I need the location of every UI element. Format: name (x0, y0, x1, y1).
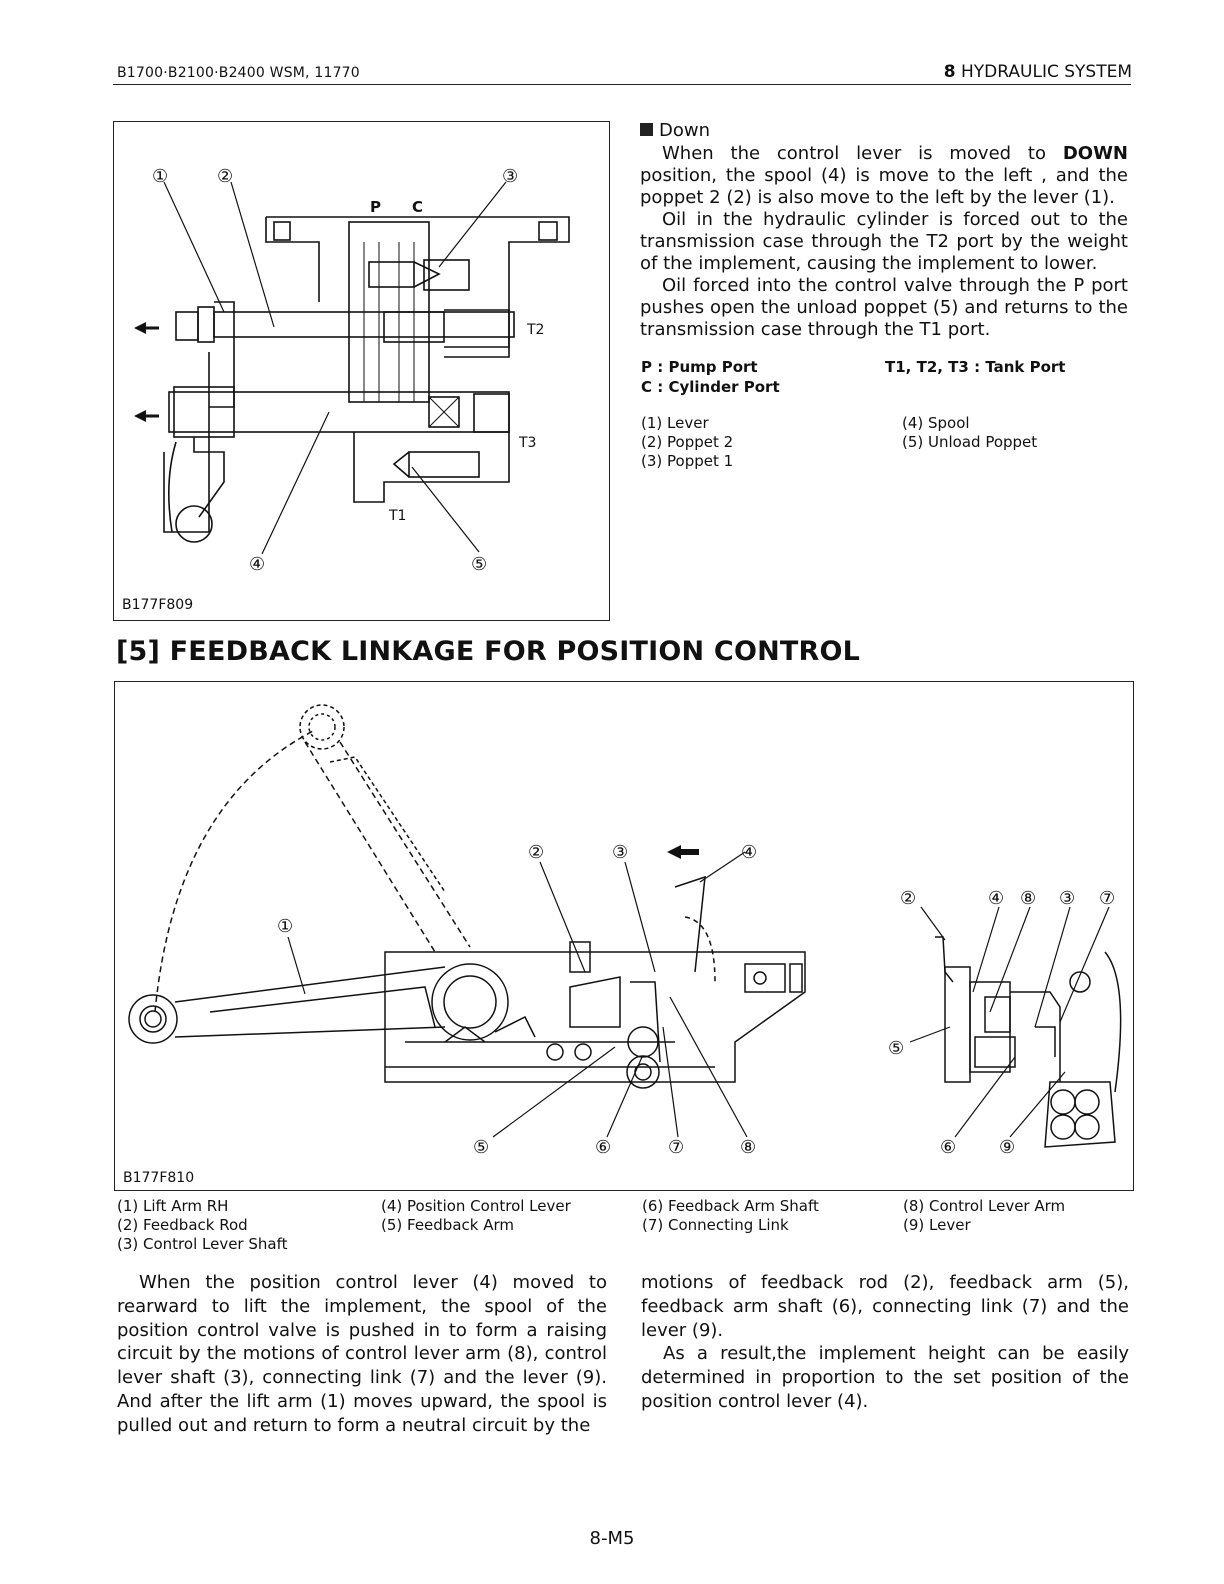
detail-callout-3: ③ (1059, 888, 1075, 909)
port-t: T1, T2, T3 : Tank Port (885, 358, 1066, 376)
legend-item: (9) Lever (903, 1216, 971, 1234)
chapter-title: HYDRAULIC SYSTEM (961, 62, 1132, 82)
valve-diagram-figure: ① ② ③ ④ ⑤ P C T2 T3 T1 B177F809 (113, 121, 610, 621)
port-label-p: P (370, 198, 381, 216)
callout-4: ④ (741, 842, 757, 863)
callout-3: ③ (502, 166, 518, 187)
section-title: [5] FEEDBACK LINKAGE FOR POSITION CONTRO… (116, 636, 861, 667)
valve-diagram-drawing: ① ② ③ ④ ⑤ P C T2 T3 T1 (134, 166, 570, 575)
legend-item: (4) Spool (902, 414, 970, 432)
body-left-paragraph: When the position control lever (4) move… (117, 1272, 607, 1436)
callout-6: ⑥ (595, 1137, 611, 1158)
down-paragraph-2: Oil in the hydraulic cylinder is forced … (640, 209, 1128, 274)
port-label-c: C (412, 198, 423, 216)
callout-4: ④ (249, 554, 265, 575)
callout-7: ⑦ (668, 1137, 684, 1158)
legend-item: (3) Poppet 1 (641, 452, 734, 470)
header-rule (113, 84, 1131, 85)
detail-callout-2: ② (900, 888, 916, 909)
body-right-column: motions of feedback rod (2), feedback ar… (641, 1271, 1129, 1414)
detail-callout-6: ⑥ (940, 1137, 956, 1158)
legend-item: (4) Position Control Lever (381, 1197, 571, 1215)
down-paragraph-1: When the control lever is moved to DOWN … (640, 143, 1128, 208)
detail-callout-7: ⑦ (1099, 888, 1115, 909)
port-label-t2: T2 (526, 322, 544, 338)
callout-3: ③ (612, 842, 628, 863)
legend-col-1: (1) Lift Arm RH (2) Feedback Rod (3) Con… (117, 1197, 288, 1254)
legend-right: (4) Spool (5) Unload Poppet (902, 414, 1037, 452)
feedback-linkage-drawing: ① ② ③ ④ ⑤ ⑥ ⑦ ⑧ ② ④ ⑧ ③ ⑦ ⑤ ⑥ ⑨ (128, 704, 1122, 1158)
legend-col-3: (6) Feedback Arm Shaft (7) Connecting Li… (642, 1197, 819, 1235)
port-label-t3: T3 (518, 435, 536, 451)
legend-item: (6) Feedback Arm Shaft (642, 1197, 819, 1215)
port-p: P : Pump Port (641, 358, 758, 376)
legend-item: (1) Lever (641, 414, 709, 432)
figure-code: B177F809 (122, 597, 194, 613)
legend-item: (5) Feedback Arm (381, 1216, 514, 1234)
port-label-t1: T1 (388, 508, 406, 524)
detail-callout-9: ⑨ (999, 1137, 1015, 1158)
detail-callout-4: ④ (988, 888, 1004, 909)
callout-2: ② (528, 842, 544, 863)
header-manual-id: B1700·B2100·B2400 WSM, 11770 (117, 65, 360, 81)
legend-col-4: (8) Control Lever Arm (9) Lever (903, 1197, 1065, 1235)
legend-item: (8) Control Lever Arm (903, 1197, 1066, 1215)
page-number: 8-M5 (589, 1528, 635, 1549)
legend-item: (2) Poppet 2 (641, 433, 734, 451)
detail-callout-8: ⑧ (1020, 888, 1036, 909)
callout-5: ⑤ (473, 1137, 489, 1158)
figure-code: B177F810 (123, 1170, 195, 1186)
body-right-paragraph-1: motions of feedback rod (2), feedback ar… (641, 1272, 1129, 1341)
square-bullet-icon (640, 123, 653, 136)
feedback-linkage-figure: ① ② ③ ④ ⑤ ⑥ ⑦ ⑧ ② ④ ⑧ ③ ⑦ ⑤ ⑥ ⑨ B177F810 (114, 681, 1134, 1191)
legend-item: (7) Connecting Link (642, 1216, 789, 1234)
legend-item: (2) Feedback Rod (117, 1216, 248, 1234)
down-paragraph-3: Oil forced into the control valve throug… (640, 275, 1128, 340)
chapter-number: 8 (943, 62, 956, 82)
body-left-column: When the position control lever (4) move… (117, 1271, 607, 1438)
down-body: When the control lever is moved to DOWN … (640, 143, 1128, 341)
port-c: C : Cylinder Port (641, 378, 780, 396)
body-right-paragraph-2: As a result,the implement height can be … (641, 1343, 1129, 1412)
legend-item: (1) Lift Arm RH (117, 1197, 229, 1215)
down-section: Down When the control lever is moved to … (640, 120, 1128, 341)
down-heading: Down (640, 120, 1128, 142)
callout-2: ② (217, 166, 233, 187)
legend-left: (1) Lever (2) Poppet 2 (3) Poppet 1 (641, 414, 733, 471)
callout-1: ① (277, 916, 293, 937)
callout-5: ⑤ (471, 554, 487, 575)
legend-item: (5) Unload Poppet (902, 433, 1038, 451)
callout-8: ⑧ (740, 1137, 756, 1158)
legend-col-2: (4) Position Control Lever (5) Feedback … (381, 1197, 571, 1235)
detail-callout-5: ⑤ (888, 1038, 904, 1059)
legend-item: (3) Control Lever Shaft (117, 1235, 288, 1253)
callout-1: ① (152, 166, 168, 187)
down-heading-text: Down (659, 120, 711, 141)
header-chapter: 8 HYDRAULIC SYSTEM (944, 62, 1132, 82)
